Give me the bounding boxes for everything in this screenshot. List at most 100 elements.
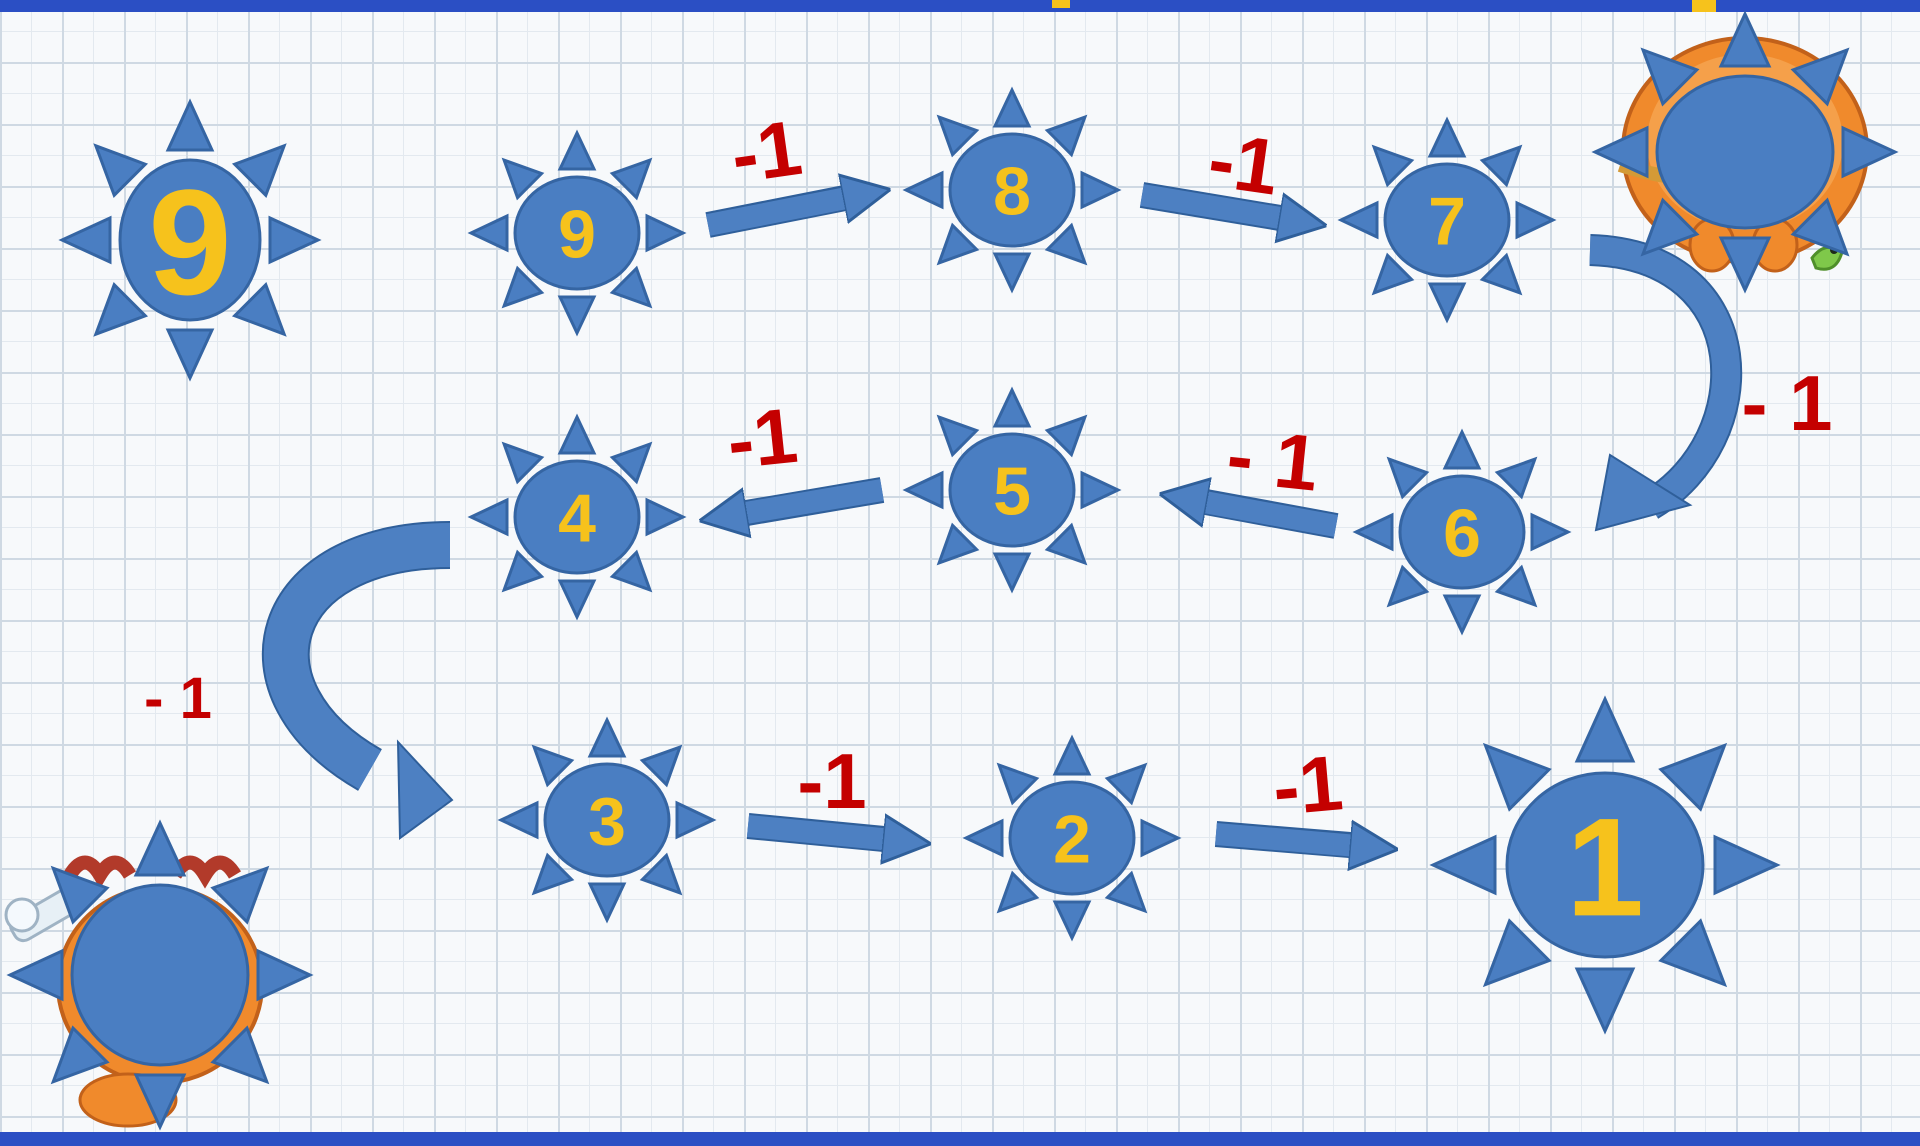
sun-ray <box>467 497 509 537</box>
sun-ray <box>1386 456 1430 500</box>
sun-ray <box>1718 236 1772 294</box>
sun-ray <box>1104 870 1148 914</box>
sun-number: 7 <box>1428 183 1466 259</box>
sun-ray <box>210 865 270 925</box>
sun-number: 9 <box>558 196 596 272</box>
sun-ray <box>1052 734 1092 776</box>
sun-ray <box>992 552 1032 594</box>
sun-ray <box>50 1025 110 1085</box>
sun-ray <box>1494 456 1538 500</box>
sun-ray <box>645 497 687 537</box>
sun-ray <box>1479 252 1523 296</box>
sample-sun: 9 <box>58 98 322 382</box>
sun-ray <box>1713 834 1781 896</box>
sun-ray <box>497 800 539 840</box>
sun-ray <box>1052 900 1092 942</box>
sun-ray <box>231 281 287 337</box>
sun-ray <box>992 386 1032 428</box>
sun-ray <box>587 716 627 758</box>
sun-ray <box>1140 818 1182 858</box>
sun-ray <box>1790 47 1850 107</box>
sun-ray <box>1337 200 1379 240</box>
sun-ray <box>996 870 1040 914</box>
sun-ray <box>531 852 575 896</box>
step-label: -1 <box>797 737 866 825</box>
sun-ray <box>501 441 545 485</box>
sun-2: 2 <box>962 734 1182 942</box>
sun-ray <box>501 157 545 201</box>
sun-ray <box>165 98 215 152</box>
sun-3: 3 <box>497 716 717 924</box>
sun-ray <box>1494 564 1538 608</box>
sun-disk <box>1655 74 1835 230</box>
sun-ray <box>1718 10 1772 68</box>
sun-4: 4 <box>467 413 687 621</box>
sun-ray <box>133 819 187 877</box>
sun-ray <box>675 800 717 840</box>
sun-ray <box>50 865 110 925</box>
sun-ray <box>992 252 1032 294</box>
sun-disk <box>118 158 262 322</box>
sun-ray <box>936 522 980 566</box>
sun-disk <box>1008 780 1136 896</box>
sun-ray <box>1790 197 1850 257</box>
sun-number: 6 <box>1443 495 1481 571</box>
sun-number: 5 <box>993 453 1031 529</box>
sun-ray <box>1044 414 1088 458</box>
sun-ray <box>268 215 322 265</box>
sun-ray <box>1386 564 1430 608</box>
sun-ray <box>1044 114 1088 158</box>
character-sun-top-right <box>1591 10 1899 294</box>
sun-ray <box>639 744 683 788</box>
sun-number: 2 <box>1053 801 1091 877</box>
sun-ray <box>6 948 64 1002</box>
sun-ray <box>1591 125 1649 179</box>
sun-ray <box>992 86 1032 128</box>
sun-disk <box>1383 162 1511 278</box>
sun-ray <box>1427 116 1467 158</box>
sun-ray <box>645 213 687 253</box>
sun-ray <box>1044 522 1088 566</box>
sun-ray <box>531 744 575 788</box>
sun-ray <box>936 222 980 266</box>
sun-ray <box>1442 428 1482 470</box>
sun-ray <box>1515 200 1557 240</box>
character-sun-bottom-left <box>6 819 314 1131</box>
sun-disk <box>948 432 1076 548</box>
sun-ray <box>58 215 112 265</box>
sun-ray <box>902 470 944 510</box>
arrow-8-to-7 <box>1139 182 1298 221</box>
sun-ray <box>609 441 653 485</box>
sun-ray <box>587 882 627 924</box>
sun-ray <box>936 114 980 158</box>
sun-ray <box>609 549 653 593</box>
arrow-6-to-5 <box>1188 499 1339 539</box>
sun-ray <box>1479 144 1523 188</box>
sun-ray <box>609 265 653 309</box>
sun-ray <box>557 413 597 455</box>
sun-ray <box>609 157 653 201</box>
step-label: - 1 <box>1741 359 1832 447</box>
sun-8: 8 <box>902 86 1122 294</box>
sun-ray <box>962 818 1004 858</box>
sun-ray <box>1482 742 1552 812</box>
sun-disk <box>543 762 671 878</box>
sun-ray <box>93 143 149 199</box>
curved-arrow-7-to-6 <box>1589 234 1743 532</box>
top-yellow-mark <box>1052 0 1070 8</box>
sun-disk <box>1398 474 1526 590</box>
arrow-2-to-1 <box>1214 834 1369 847</box>
sun-number: 4 <box>558 480 596 556</box>
top-yellow-mark <box>1692 0 1716 12</box>
arrow-9-to-8 <box>705 195 862 238</box>
sun-ray <box>93 281 149 337</box>
sun-ray <box>1574 695 1636 763</box>
sun-ray <box>256 948 314 1002</box>
sun-ray <box>1574 967 1636 1035</box>
step-label: - 1 <box>1223 411 1323 508</box>
sun-ray <box>1640 197 1700 257</box>
sun-ray <box>231 143 287 199</box>
step-labels: -1 -1 - 1 - 1 -1 - 1 -1 -1 <box>144 103 1832 832</box>
sun-ray <box>1371 252 1415 296</box>
